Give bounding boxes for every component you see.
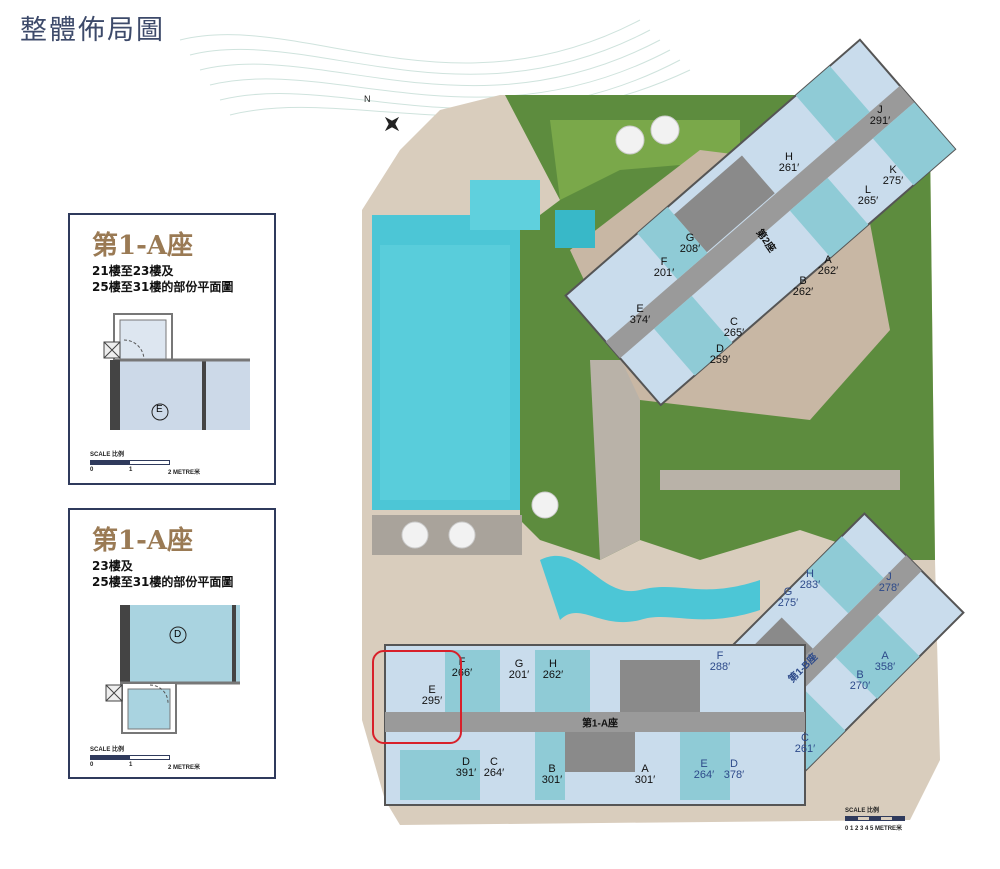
tower-1a-label: 第1-A座 <box>581 718 619 730</box>
unit-d-partial-plan <box>105 605 240 734</box>
scale-ticks: 0 1 2 3 4 5 METRE米 <box>845 826 903 832</box>
scale-tick: 0 <box>90 762 94 768</box>
highlighted-unit-e-box <box>372 650 462 744</box>
path <box>660 470 900 490</box>
water-feature <box>540 555 760 623</box>
map-scale-bar: SCALE 比例 0 1 2 3 4 5 METRE米 <box>845 805 905 832</box>
scale-label: SCALE 比例 <box>845 808 880 814</box>
north-arrow-icon <box>384 116 400 132</box>
unit-marker-e: E <box>156 404 163 415</box>
panel-scale-bar: SCALE 比例 0 1 2 METRE米 <box>90 744 200 771</box>
scale-tick: 1 <box>128 467 133 473</box>
scale-tick: 1 <box>128 762 133 768</box>
terrace <box>372 515 522 555</box>
panel-subtitle-2: 25樓至31樓的部份平面圖 <box>92 280 234 294</box>
unit-marker-d: D <box>174 629 182 640</box>
compass-north-label: N <box>364 94 371 104</box>
tower-2-floorplate <box>564 38 957 407</box>
unit-e-partial-plan <box>103 313 250 430</box>
panel-scale-bar: SCALE 比例 0 1 2 METRE米 <box>90 449 200 476</box>
central-walkway <box>590 360 640 560</box>
spa-pool <box>555 210 595 248</box>
page-title: 整體佈局圖 <box>20 15 165 46</box>
scale-tick: 2 METRE米 <box>167 470 200 476</box>
panel-tower-title: 第1-A座 <box>92 231 194 261</box>
scale-label: SCALE 比例 <box>90 747 125 753</box>
panel-tower-title: 第1-A座 <box>92 526 194 556</box>
panel-subtitle-1: 23樓及 <box>92 559 133 573</box>
kids-pool <box>470 180 540 230</box>
scale-label: SCALE 比例 <box>90 452 125 458</box>
panel-subtitle-1: 21樓至23樓及 <box>92 264 174 278</box>
inset-panel-unit-e: 第1-A座 21樓至23樓及 25樓至31樓的部份平面圖 E SCALE 比例 … <box>68 213 276 485</box>
scale-tick: 0 <box>90 467 94 473</box>
inset-panel-unit-d: 第1-A座 23樓及 25樓至31樓的部份平面圖 D SCALE 比例 0 1 … <box>68 508 276 779</box>
scale-tick: 2 METRE米 <box>167 765 200 771</box>
panel-subtitle-2: 25樓至31樓的部份平面圖 <box>92 575 234 589</box>
north-garden-lawn <box>550 120 740 200</box>
decorative-waves <box>179 19 691 117</box>
